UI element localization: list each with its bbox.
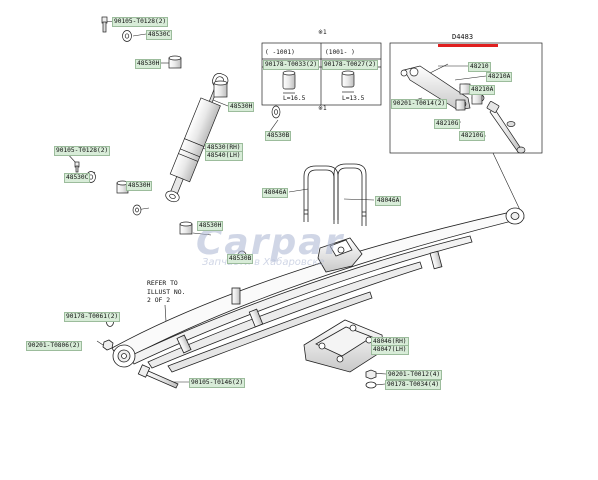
spacer-part-label-left[interactable]: 90178-T0033(2) <box>263 60 320 70</box>
part-label-90201-t0014[interactable]: 90201-T0014(2) <box>391 99 448 109</box>
part-label-90201-t0806[interactable]: 90201-T0806(2) <box>26 341 83 351</box>
part-label-48210[interactable]: 48210 <box>468 62 491 72</box>
part-label-48210g-2[interactable]: 48210G <box>459 131 486 141</box>
spacer-part-label-right[interactable]: 90178-T0027(2) <box>322 60 379 70</box>
part-label-48530b-lower[interactable]: 48530B <box>227 254 254 264</box>
spacer-range-right: (1001- ) <box>325 49 355 56</box>
part-label-48530b-upper[interactable]: 48530B <box>265 131 292 141</box>
spacer-collar-left <box>282 70 296 94</box>
part-label-90178-t0061[interactable]: 90178-T0061(2) <box>64 312 121 322</box>
part-label-48530h-lower-left[interactable]: 48530H <box>126 181 153 191</box>
part-label-48046a-right[interactable]: 48046A <box>375 196 402 206</box>
part-label-48210g-1[interactable]: 48210G <box>434 119 461 129</box>
part-label-48046a-left[interactable]: 48046A <box>262 188 289 198</box>
part-label-48047-lh[interactable]: 48047(LH) <box>371 345 409 355</box>
note-mark-bottom: ※1 <box>318 105 327 112</box>
u-bolts <box>303 163 367 226</box>
catalog-code: D4483 <box>452 33 474 41</box>
part-label-90178-t0034[interactable]: 90178-T0034(4) <box>385 380 442 390</box>
part-label-90105-t0128-lower[interactable]: 90105-T0128(2) <box>54 146 111 156</box>
spring-seat-plate <box>303 319 385 389</box>
note-mark-top: ※1 <box>318 29 327 36</box>
spacer-range-left: ( -1001) <box>265 49 295 56</box>
refer-line-3: 2 OF 2 <box>147 296 171 304</box>
part-label-48530h-upper-right[interactable]: 48530H <box>228 102 255 112</box>
part-label-90105-t0146[interactable]: 90105-T0146(2) <box>189 378 246 388</box>
part-label-90201-t0012[interactable]: 90201-T0012(4) <box>386 370 443 380</box>
part-label-48540-lh[interactable]: 48540(LH) <box>205 151 243 161</box>
catalog-code-underline <box>438 44 498 47</box>
part-label-90105-t0128-top[interactable]: 90105-T0128(2) <box>112 17 169 27</box>
part-label-48530c-lower[interactable]: 48530C <box>64 173 91 183</box>
part-label-48210a-1[interactable]: 48210A <box>486 72 513 82</box>
refer-line-1: REFER TO <box>147 279 178 287</box>
spacer-collar-right <box>341 70 355 93</box>
part-label-48530h-lower-right[interactable]: 48530H <box>197 221 224 231</box>
inset-shackle-box <box>389 42 543 154</box>
upper-shock-parts <box>101 16 281 203</box>
spacer-dim-left: L=16.5 <box>283 95 306 102</box>
shackle-assembly <box>400 65 526 154</box>
part-label-48210a-2[interactable]: 48210A <box>469 85 496 95</box>
spacer-dim-right: L=13.5 <box>342 95 365 102</box>
refer-line-2: ILLUST NO. <box>147 287 186 296</box>
watermark-subtitle: Запчасти в Хабаровске <box>202 257 325 268</box>
part-label-48530h-upper-left[interactable]: 48530H <box>135 59 162 69</box>
part-label-48530c-top[interactable]: 48530C <box>146 30 173 40</box>
leaf-spring <box>111 207 525 373</box>
refer-note: REFER TO ILLUST NO. 2 OF 2 <box>147 279 185 305</box>
